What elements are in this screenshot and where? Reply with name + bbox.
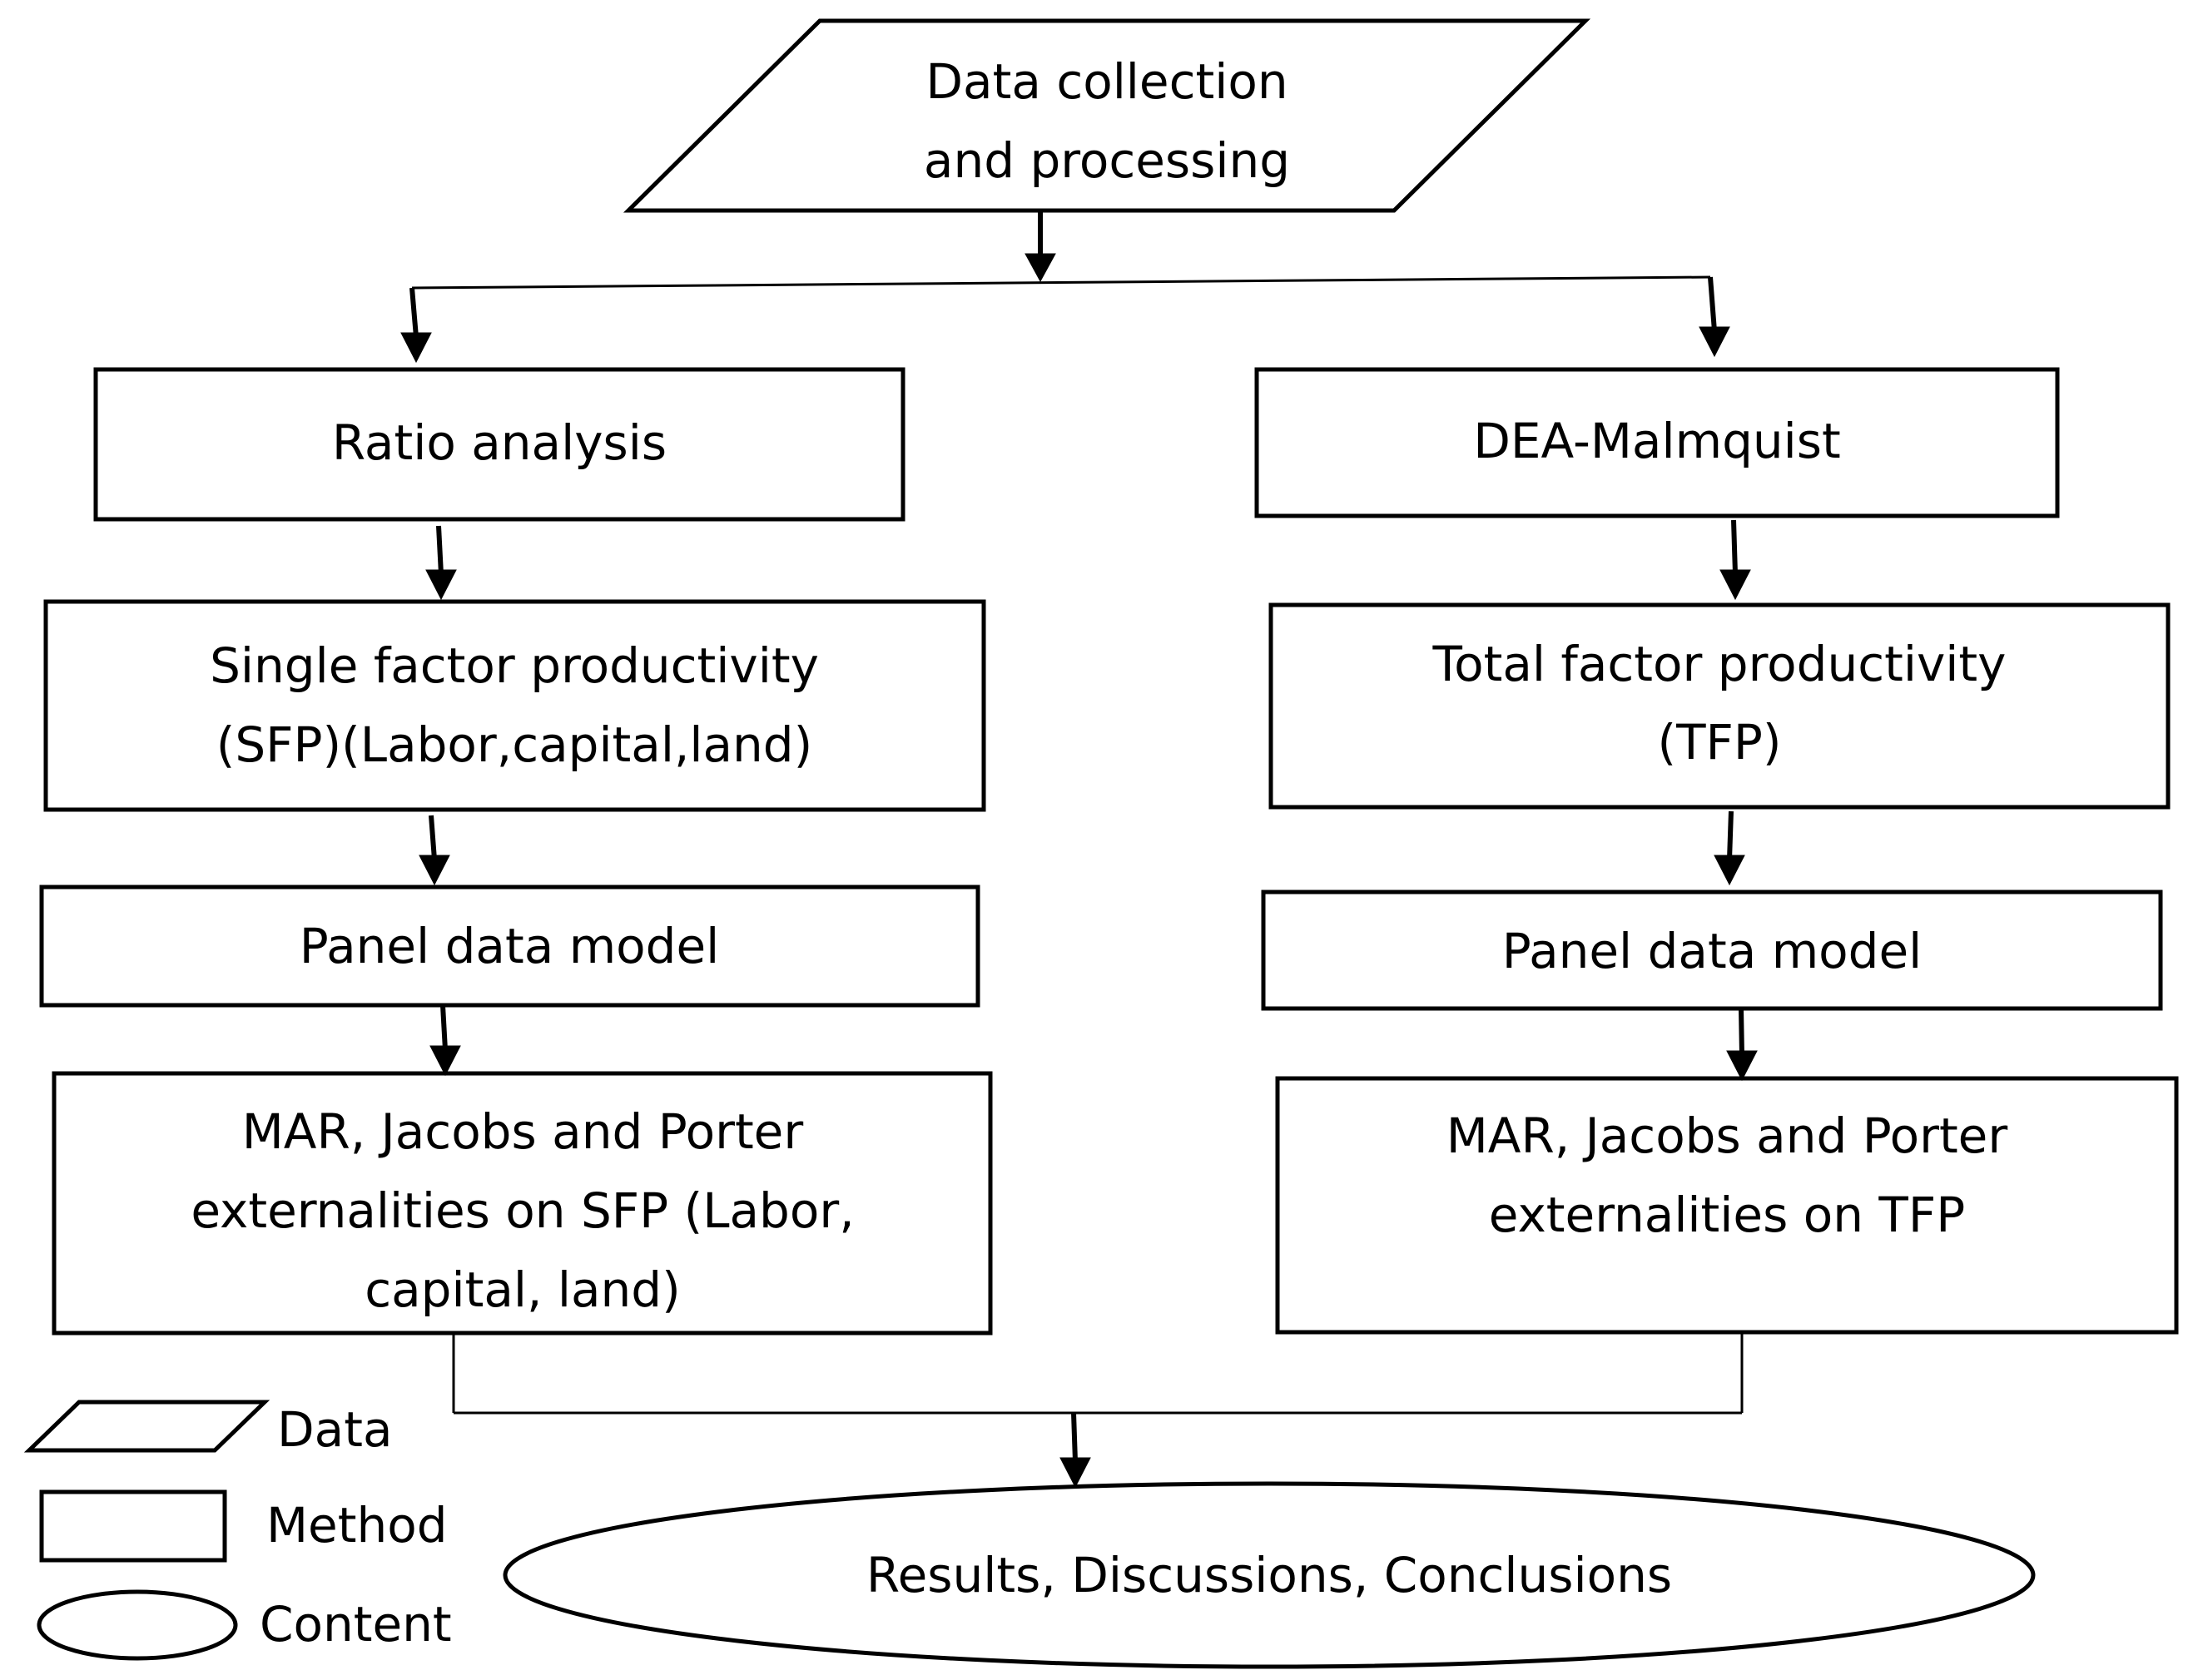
outcome-label: Results, Discussions, Conclusions (866, 1547, 1672, 1603)
tfp-line2: (TFP) (1657, 714, 1781, 771)
arrow-panel-to-externalities-right (1726, 1008, 1758, 1082)
panel-data-model-left-box: Panel data model (39, 885, 980, 1008)
externalities-sfp-line2: externalities on SFP (Labor, (191, 1182, 854, 1239)
tfp-box: Total factor productivity (TFP) (1268, 602, 2171, 810)
sfp-line1: Single factor productivity (210, 637, 819, 694)
legend-method-label: Method (266, 1497, 448, 1554)
tfp-line1: Total factor productivity (1432, 636, 2007, 692)
data-node-line2: and processing (924, 132, 1290, 189)
data-node-line1: Data collection (925, 53, 1288, 110)
legend-data-label: Data (277, 1401, 393, 1458)
dea-malmquist-box: DEA-Malmquist (1254, 367, 2060, 518)
data-collection-node: Data collection and processing (623, 18, 1591, 213)
externalities-tfp-box: MAR, Jacobs and Porter externalities on … (1275, 1076, 2179, 1335)
data-parallelogram-shape (623, 18, 1591, 213)
arrow-tfp-to-panel (1714, 810, 1745, 886)
legend-content-item: Content (37, 1589, 452, 1661)
legend: Data Method Content (23, 1400, 452, 1661)
dea-malmquist-label: DEA-Malmquist (1473, 413, 1841, 469)
ratio-analysis-label: Ratio analysis (332, 414, 667, 471)
sfp-line2: (SFP)(Labor,capital,land) (216, 716, 813, 773)
legend-content-label: Content (260, 1596, 452, 1653)
legend-data-item: Data (23, 1400, 393, 1458)
merge-connector (452, 1332, 1744, 1489)
arrow-sfp-to-panel (419, 815, 450, 886)
panel-data-model-right-label: Panel data model (1502, 923, 1923, 979)
panel-data-model-left-label: Panel data model (300, 918, 720, 974)
sfp-box: Single factor productivity (SFP)(Labor,c… (43, 599, 986, 812)
legend-ellipse-icon (37, 1589, 238, 1661)
externalities-sfp-box: MAR, Jacobs and Porter externalities on … (52, 1071, 993, 1336)
legend-parallelogram-icon (23, 1400, 270, 1453)
externalities-tfp-line2: externalities on TFP (1489, 1187, 1965, 1243)
split-connector (400, 211, 1730, 364)
legend-method-item: Method (39, 1489, 448, 1563)
externalities-tfp-line1: MAR, Jacobs and Porter (1446, 1108, 2008, 1164)
externalities-sfp-line3: capital, land) (365, 1261, 681, 1318)
ratio-analysis-box: Ratio analysis (93, 367, 905, 522)
arrow-panel-to-externalities-left (429, 1004, 461, 1077)
legend-rectangle-icon (39, 1489, 227, 1563)
arrow-ratio-to-sfp (425, 525, 457, 601)
externalities-sfp-line1: MAR, Jacobs and Porter (242, 1103, 804, 1160)
arrow-dea-to-tfp (1719, 519, 1751, 601)
outcome-ellipse-node: Results, Discussions, Conclusions (503, 1481, 2036, 1669)
panel-data-model-right-box: Panel data model (1261, 890, 2163, 1011)
